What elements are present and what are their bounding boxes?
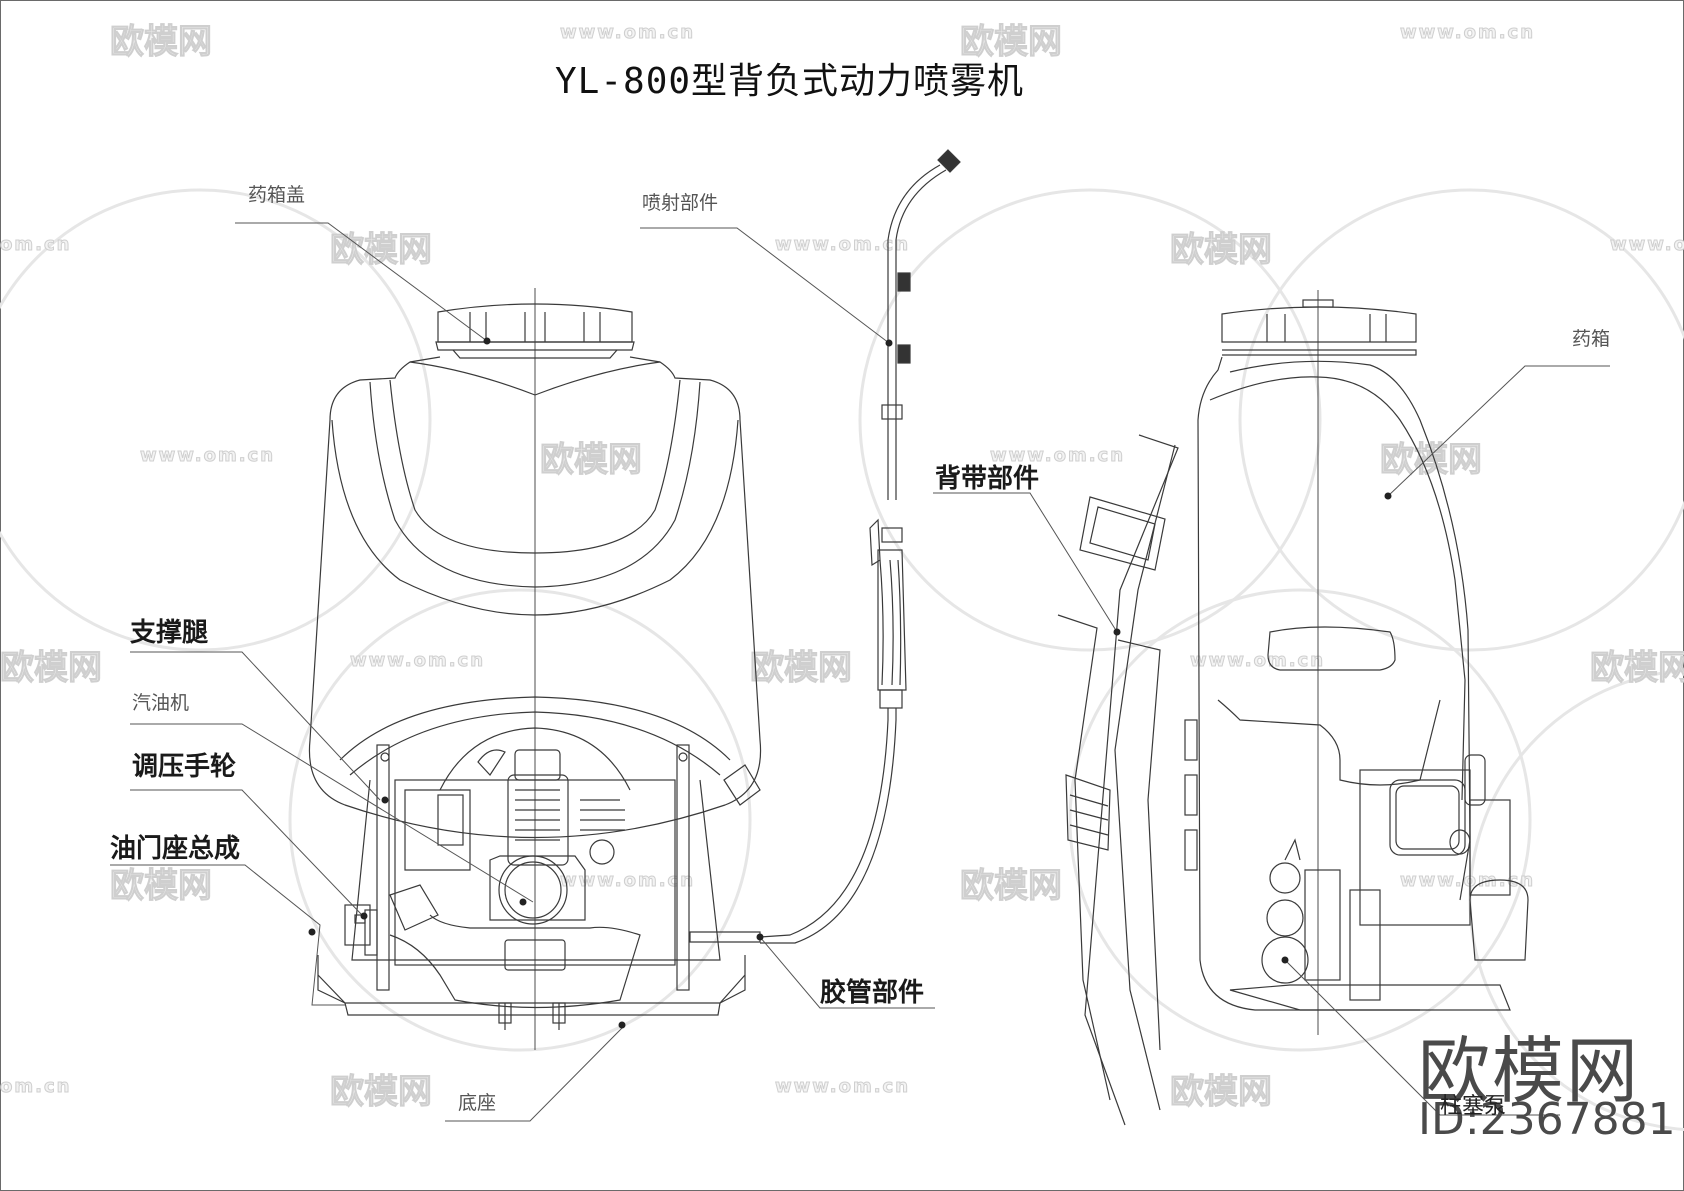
side-engine xyxy=(1229,754,1529,1011)
side-view xyxy=(1057,290,1529,1126)
watermark-url: www.om.cn xyxy=(989,445,1126,467)
leader-strap xyxy=(933,492,1118,633)
label-pressure-handwheel: 调压手轮 xyxy=(132,752,237,782)
watermark-url: www.om.cn xyxy=(774,234,911,256)
label-throttle-seat: 油门座总成 xyxy=(110,834,241,864)
leader-tank-cap xyxy=(235,222,488,342)
leader-dots xyxy=(308,337,1392,1029)
watermark-logo: 欧模网 xyxy=(330,1072,433,1113)
label-hose-assembly: 胶管部件 xyxy=(820,978,925,1008)
leader-base xyxy=(445,1024,626,1122)
label-tank: 药箱 xyxy=(1572,328,1611,350)
leader-hose xyxy=(759,936,935,1009)
throttle-seat xyxy=(344,904,378,956)
watermark-url: www.om.cn xyxy=(1189,650,1326,672)
label-gasoline-engine: 汽油机 xyxy=(132,692,190,714)
leader-lines xyxy=(110,222,1610,1122)
watermark-ring xyxy=(0,188,432,652)
right-fitting xyxy=(723,764,761,806)
watermark-url: www.om.cn xyxy=(559,870,696,892)
watermark-ring xyxy=(858,188,1322,652)
hose-outlet xyxy=(689,931,761,943)
leader-pressure-wheel xyxy=(130,789,363,916)
tank-body xyxy=(308,356,762,839)
watermark-logo: 欧模网 xyxy=(540,440,643,481)
label-tank-cap: 药箱盖 xyxy=(248,184,306,206)
side-tank-cap xyxy=(1221,299,1417,356)
leader-tank xyxy=(1387,365,1610,497)
watermark-logo: 欧模网 xyxy=(1170,1072,1273,1113)
leader-support-leg xyxy=(130,651,381,801)
side-tank-body xyxy=(1184,356,1471,1011)
watermark-logo: 欧模网 xyxy=(750,648,853,689)
watermark-url: om.cn xyxy=(0,234,72,256)
front-view xyxy=(308,288,762,1050)
watermark-url: www.om.cn xyxy=(559,22,696,44)
model-id-watermark: ID:2367881 xyxy=(1418,1094,1676,1145)
tank-cap xyxy=(435,303,635,359)
support-frame xyxy=(317,744,746,1016)
leader-engine xyxy=(130,723,534,903)
watermark-logo: 欧模网 xyxy=(110,22,213,63)
leader-spray-assembly xyxy=(640,227,890,344)
spray-lance xyxy=(759,149,961,944)
base-bolts xyxy=(498,1002,566,1030)
hose xyxy=(759,719,889,938)
watermark-logo: 欧模网 xyxy=(960,866,1063,907)
label-spray-assembly: 喷射部件 xyxy=(642,192,719,214)
drawing-title: YL-800型背负式动力喷雾机 xyxy=(555,61,1025,102)
watermark-logo: 欧模网 xyxy=(1590,648,1684,689)
leader-throttle-seat xyxy=(110,864,345,1006)
watermark-ring xyxy=(1238,188,1684,652)
watermark-url: www.om.cn xyxy=(774,1076,911,1098)
gasoline-engine xyxy=(389,749,641,1009)
watermark-logo: 欧模网 xyxy=(1380,440,1483,481)
watermark-logo: 欧模网 xyxy=(110,866,213,907)
watermark-logo: 欧模网 xyxy=(0,648,103,689)
watermark-logo: 欧模网 xyxy=(1170,230,1273,271)
label-plunger-pump: 柱塞泵 xyxy=(1440,1094,1507,1119)
watermark-url: www.om.cn xyxy=(139,445,276,467)
back-strap xyxy=(1057,434,1179,1126)
watermark-url: www.om.cn xyxy=(1399,870,1536,892)
watermark-ring xyxy=(1068,588,1532,1052)
watermark-url: om.cn xyxy=(0,1076,72,1098)
watermark-ring xyxy=(288,588,752,1052)
label-support-leg: 支撑腿 xyxy=(130,618,209,648)
watermark-logo: 欧模网 xyxy=(960,22,1063,63)
watermark-url: www.om.cn xyxy=(1399,22,1536,44)
watermark-url: www.om.cn xyxy=(349,650,486,672)
watermark-url: www.om.cn xyxy=(1609,234,1684,256)
label-strap-assembly: 背带部件 xyxy=(935,464,1040,494)
brand-watermark: 欧模网 xyxy=(1418,1029,1641,1113)
label-base: 底座 xyxy=(458,1092,497,1114)
leader-plunger-pump xyxy=(1284,959,1560,1116)
